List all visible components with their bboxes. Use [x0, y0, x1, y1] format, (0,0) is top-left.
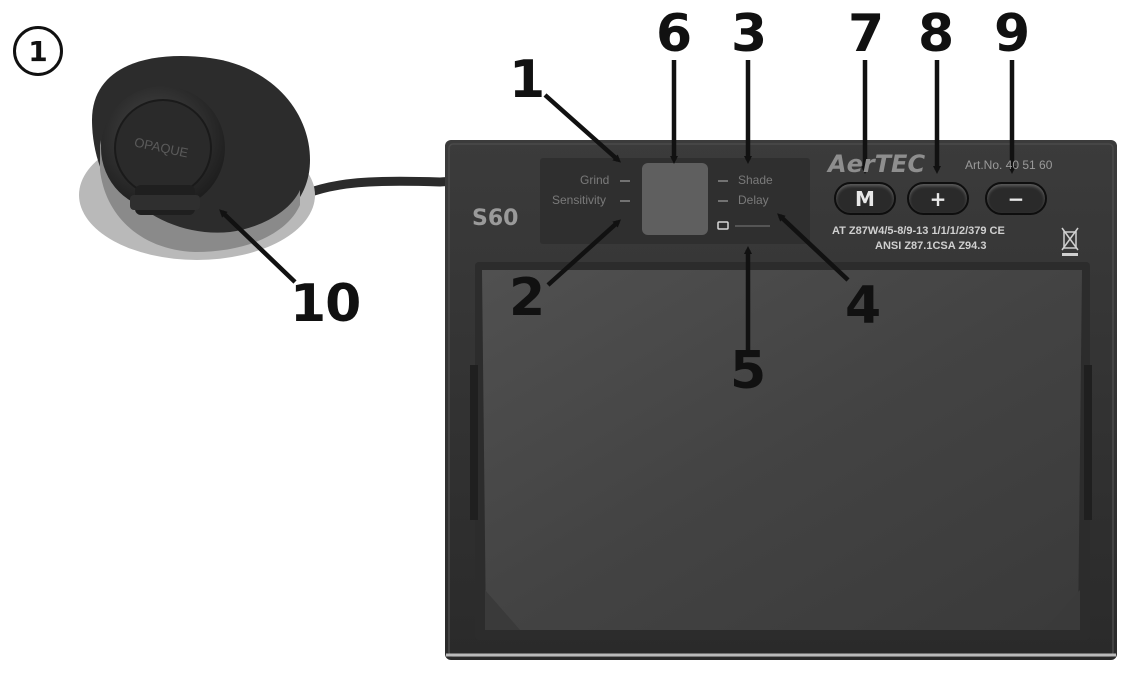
arrow-10	[219, 209, 297, 284]
arrow-2	[546, 219, 621, 287]
callout-1: 1	[509, 50, 545, 110]
mode-button[interactable]: M	[834, 182, 896, 215]
figure-number: 1	[13, 26, 63, 76]
arrow-1	[543, 93, 621, 163]
arrow-4	[777, 213, 850, 282]
label-delay: Delay	[738, 193, 769, 207]
callout-3: 3	[731, 4, 767, 64]
callout-10: 10	[290, 274, 361, 334]
callout-9: 9	[994, 4, 1030, 64]
brand-logo: AerTEC	[828, 150, 926, 178]
sensor-cable	[287, 175, 475, 205]
label-sensitivity: Sensitivity	[552, 193, 607, 207]
remote-sensor	[79, 55, 315, 260]
label-shade: Shade	[738, 173, 773, 187]
weee-bin-icon	[1061, 227, 1079, 256]
article-number: Art.No. 40 51 60	[965, 158, 1053, 172]
callout-2: 2	[509, 268, 545, 328]
lcd-display	[642, 163, 708, 235]
callout-4: 4	[845, 276, 881, 336]
callout-arrows	[219, 60, 1016, 350]
callout-7: 7	[848, 4, 884, 64]
cert-line-1: AT Z87W4/5-8/9-13 1/1/1/2/379 CE	[832, 225, 1005, 237]
callout-8: 8	[918, 4, 954, 64]
model-label: S60	[472, 206, 519, 231]
label-grind: Grind	[580, 173, 610, 187]
plus-button[interactable]: +	[907, 182, 969, 215]
minus-button[interactable]: −	[985, 182, 1047, 215]
callout-5: 5	[730, 341, 766, 401]
cert-line-2: ANSI Z87.1CSA Z94.3	[875, 240, 987, 252]
battery-indicator	[717, 221, 729, 230]
callout-6: 6	[656, 4, 692, 64]
